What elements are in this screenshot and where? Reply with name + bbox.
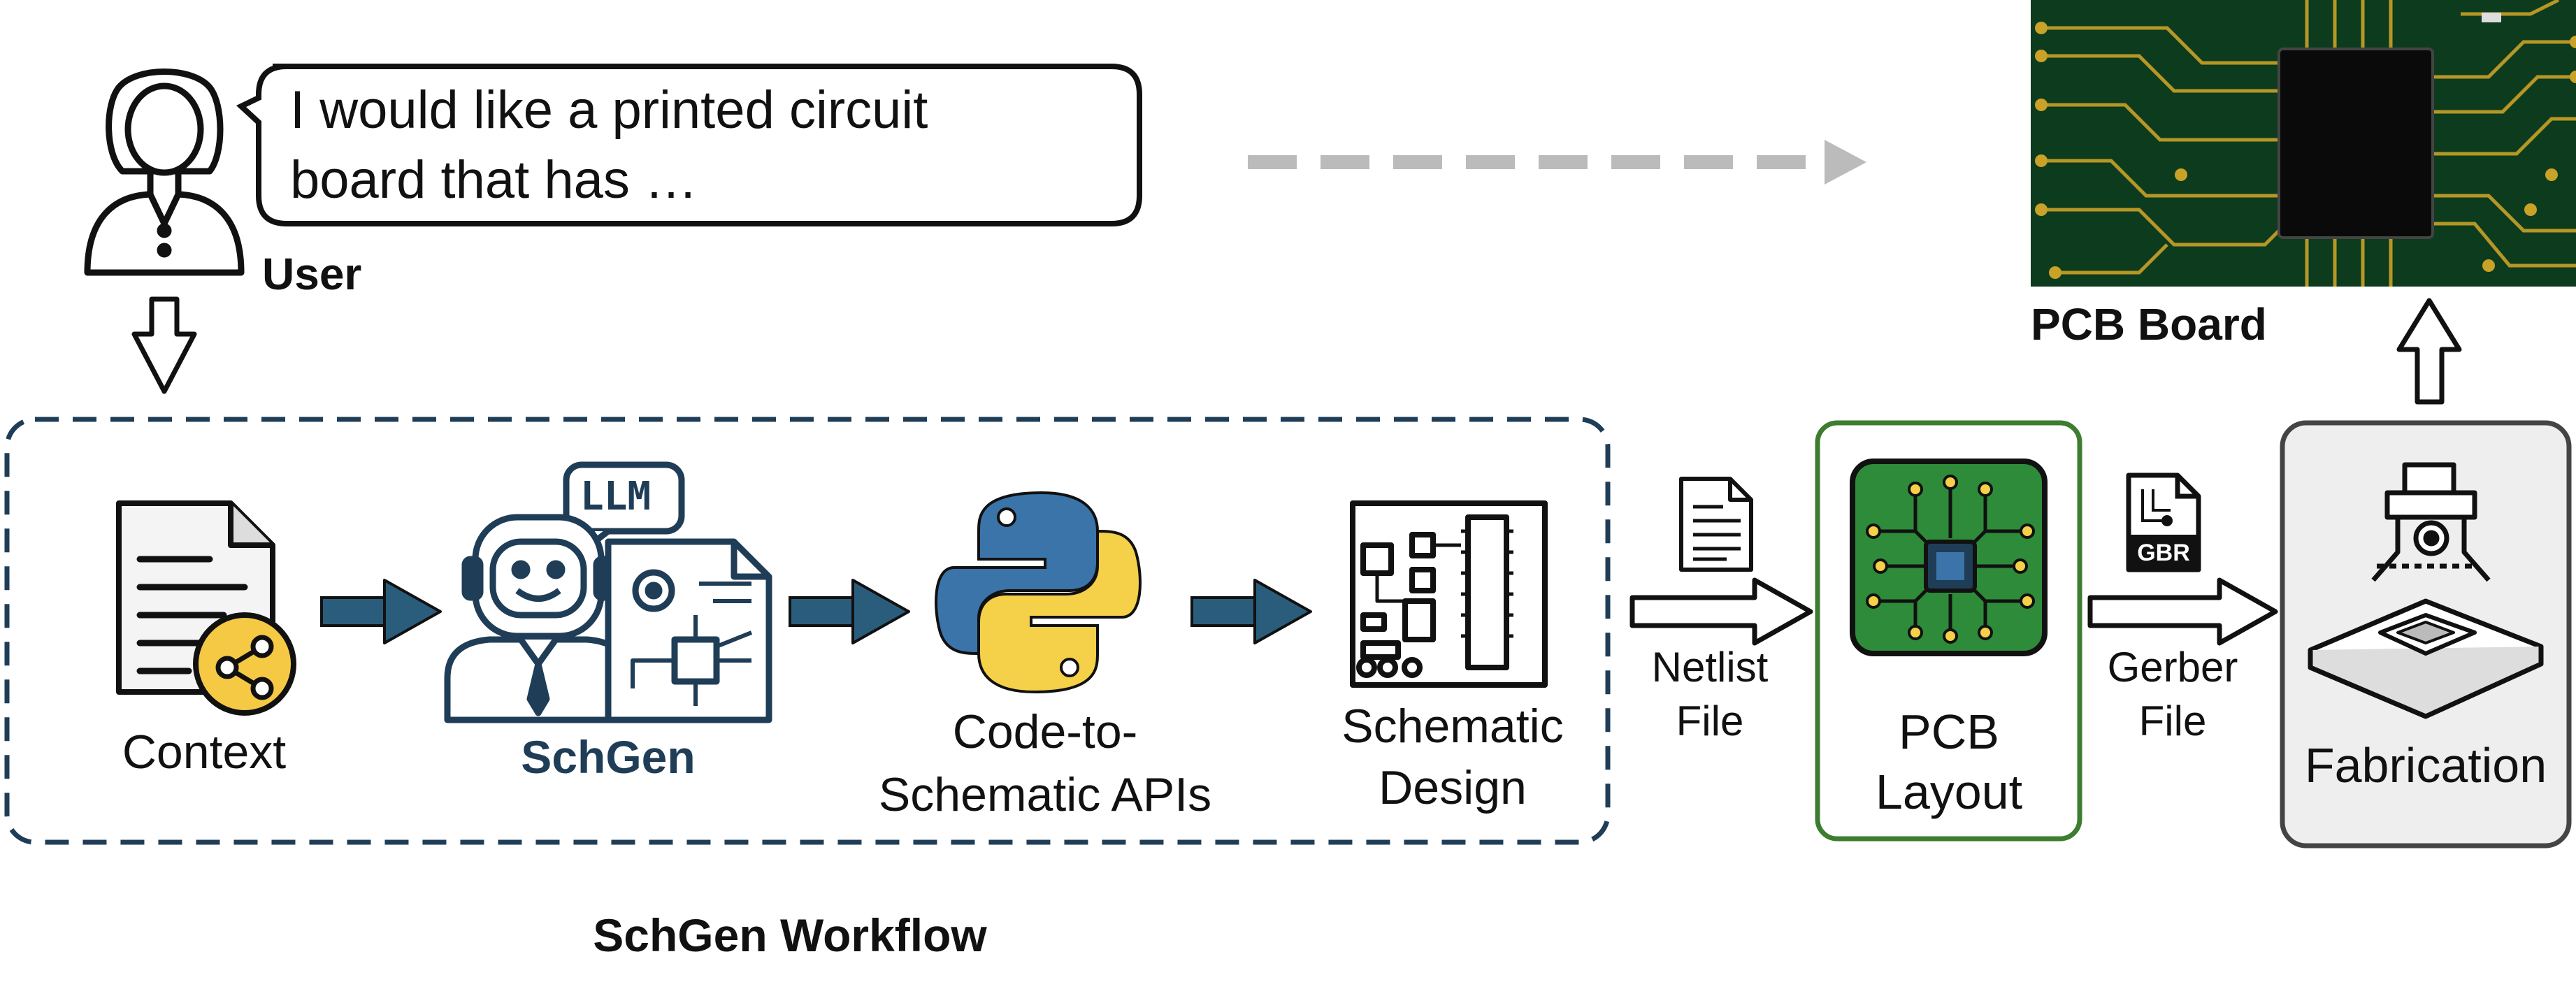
code-label-2: Schematic APIs: [878, 768, 1212, 821]
process-arrow-3: [1190, 579, 1312, 644]
gerber-file-tag: GBR: [2137, 540, 2190, 566]
user-label: User: [262, 249, 362, 299]
dashed-arrow: [1248, 140, 1866, 185]
gerber-arrow: [2087, 577, 2278, 646]
pcb-chip-icon: [1850, 459, 2048, 656]
workflow-container: [4, 417, 1611, 845]
netlist-file-icon: [1679, 477, 1753, 572]
speech-line-2: board that has …: [290, 150, 698, 210]
context-label: Context: [122, 726, 287, 779]
user-icon: [84, 68, 245, 276]
fab-up-arrow: [2396, 298, 2462, 405]
schematic-label-1: Schematic: [1341, 700, 1564, 753]
schematic-label-2: Design: [1379, 761, 1527, 814]
user-down-arrow: [131, 296, 197, 394]
llm-tag: LLM: [580, 474, 652, 519]
process-arrow-2: [789, 579, 910, 644]
speech-bubble: [236, 64, 1142, 226]
speech-line-1: I would like a printed circuit: [290, 80, 928, 140]
netlist-arrow: [1629, 577, 1813, 646]
gerber-file-icon: [2126, 472, 2201, 572]
python-logo-icon: [935, 491, 1142, 694]
gerber-label-2: File: [2138, 698, 2207, 744]
pcb-board-label: PCB Board: [2031, 299, 2267, 349]
pcb-board-image: [2031, 0, 2576, 287]
schematic-design-icon: [1350, 500, 1548, 688]
schgen-robot-icon: [444, 461, 772, 723]
pcb-layout-label-1: PCB: [1899, 705, 1999, 759]
process-arrow-1: [320, 579, 442, 644]
workflow-title: SchGen Workflow: [593, 909, 987, 961]
pcb-layout-label-2: Layout: [1875, 765, 2023, 819]
fabrication-machine-icon: [2308, 462, 2544, 719]
context-document-icon: [116, 500, 296, 716]
gerber-label-1: Gerber: [2107, 644, 2238, 691]
netlist-label-2: File: [1676, 698, 1744, 744]
code-label-1: Code-to-: [952, 705, 1138, 758]
schgen-label: SchGen: [521, 731, 696, 783]
fabrication-label: Fabrication: [2304, 738, 2547, 793]
netlist-label-1: Netlist: [1651, 644, 1769, 691]
